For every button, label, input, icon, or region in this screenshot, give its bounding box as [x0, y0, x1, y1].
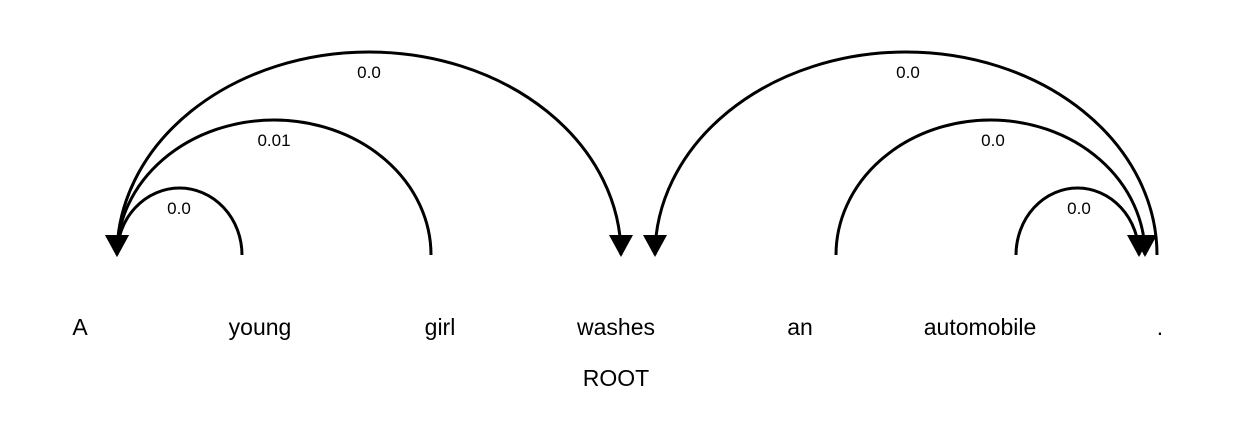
token-word: girl: [425, 314, 456, 340]
token-word: washes: [576, 314, 655, 340]
arc-line: [653, 50, 1159, 256]
arc-line: [834, 118, 1147, 256]
arc-weight-label: 0.0: [167, 199, 191, 218]
arc-line: [115, 186, 244, 256]
arc-weight-label: 0.0: [357, 63, 381, 82]
token-word: automobile: [924, 314, 1037, 340]
dependency-arc: 0.0: [643, 50, 1159, 257]
dependency-arc: 0.0: [115, 50, 633, 257]
arrowhead-icon: [609, 235, 633, 257]
dependency-arc: 0.0: [834, 118, 1157, 257]
token-word: A: [72, 314, 88, 340]
dependency-arc: 0.01: [105, 118, 433, 257]
token-word: .: [1157, 314, 1163, 340]
arc-line: [115, 50, 623, 256]
dependency-arc: 0.0: [1014, 186, 1151, 257]
arc-weight-label: 0.01: [257, 131, 290, 150]
arc-weight-label: 0.0: [981, 131, 1005, 150]
arc-weight-label: 0.0: [896, 63, 920, 82]
token-word: young: [229, 314, 292, 340]
token-word: an: [787, 314, 813, 340]
arc-weight-label: 0.0: [1067, 199, 1091, 218]
root-label: ROOT: [583, 365, 649, 391]
arc-line: [115, 118, 433, 256]
arcs-layer: 0.0 0.01 0.0 0.0 0.0 0.0: [105, 50, 1159, 257]
arrowhead-icon: [643, 235, 667, 257]
arrowhead-icon: [1127, 235, 1151, 257]
arc-line: [1014, 186, 1141, 256]
